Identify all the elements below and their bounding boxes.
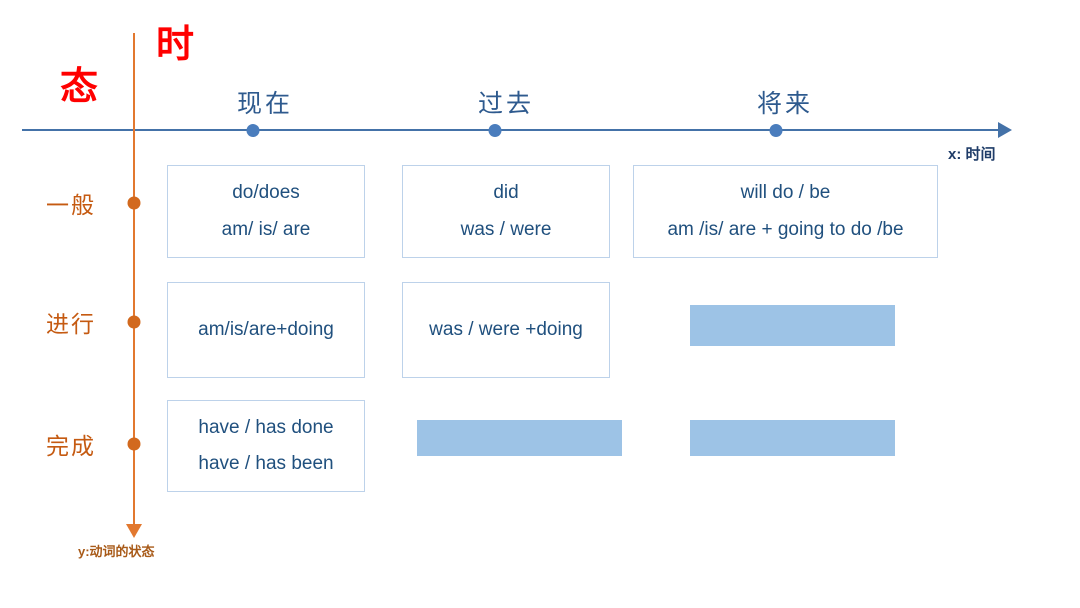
x-axis-dot-1 xyxy=(488,124,502,137)
cell-text-line: do/does xyxy=(232,182,300,204)
cell-r1-c0: am/is/are+doing xyxy=(167,282,365,378)
cell-text-line: will do / be xyxy=(740,182,831,204)
row-label-1: 进行 xyxy=(46,311,96,337)
row-label-2: 完成 xyxy=(46,433,96,459)
cell-text-line: was / were xyxy=(460,218,552,240)
cell-r0-c2: will do / be am /is/ are + going to do /b… xyxy=(633,165,938,258)
placeholder-bar xyxy=(690,420,895,456)
placeholder-bar xyxy=(417,420,622,456)
cell-text-line: was / were +doing xyxy=(429,318,583,340)
title-character-shi: 时 xyxy=(156,24,195,66)
title-character-tai: 态 xyxy=(60,66,99,108)
x-axis-label: x: 时间 xyxy=(948,146,996,163)
cell-r0-c0: do/does am/ is/ are xyxy=(167,165,365,258)
y-axis-line xyxy=(133,33,135,529)
cell-r0-c1: did was / were xyxy=(402,165,610,258)
x-axis-arrowhead-icon xyxy=(998,122,1012,138)
y-axis-dot-1 xyxy=(127,315,141,329)
y-axis-arrowhead-icon xyxy=(126,524,142,538)
cell-text-line: have / has been xyxy=(198,453,334,474)
y-axis-label: y:动词的状态 xyxy=(78,544,155,559)
y-axis-dot-2 xyxy=(127,437,141,451)
x-axis-dot-0 xyxy=(246,124,260,137)
row-label-0: 一般 xyxy=(46,192,96,218)
cell-r1-c1: was / were +doing xyxy=(402,282,610,378)
cell-r2-c0: have / has done have / has been xyxy=(167,400,365,492)
column-header-2: 将来 xyxy=(756,90,814,118)
column-header-1: 过去 xyxy=(477,90,535,118)
cell-text-line: am/ is/ are xyxy=(221,218,311,240)
column-header-0: 现在 xyxy=(236,90,294,118)
cell-text-line: am/is/are+doing xyxy=(198,318,334,340)
cell-text-line: have / has done xyxy=(198,416,334,438)
placeholder-bar xyxy=(690,305,895,346)
y-axis-dot-0 xyxy=(127,196,141,210)
cell-text-line: did xyxy=(493,182,519,204)
x-axis-line xyxy=(22,129,1007,131)
cell-text-line: am /is/ are + going to do /be xyxy=(667,218,904,240)
x-axis-dot-2 xyxy=(769,124,783,137)
